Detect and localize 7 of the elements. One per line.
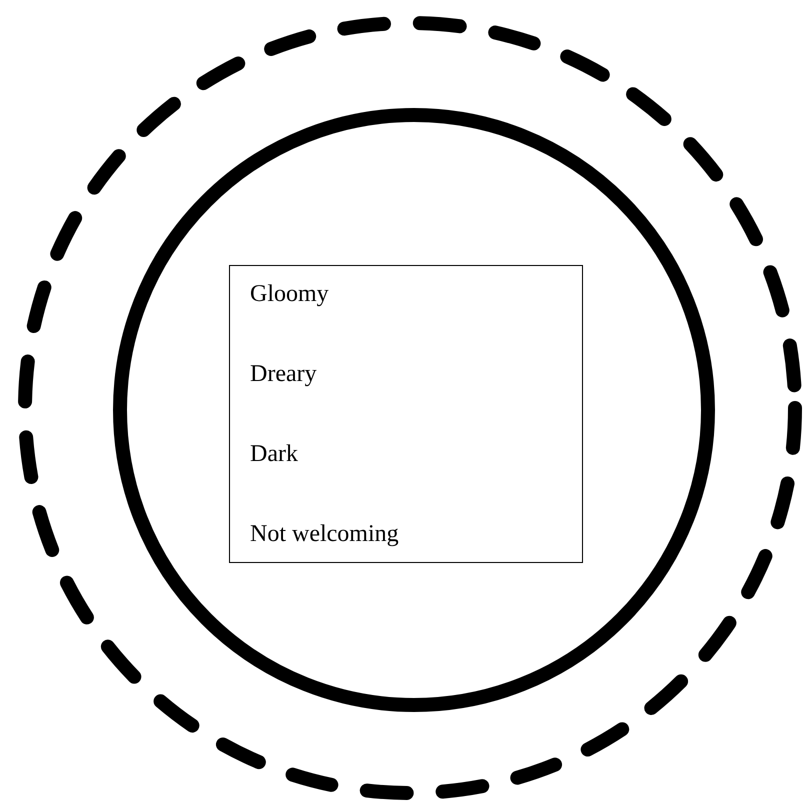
word-text: Dark: [250, 440, 299, 468]
word-text: Gloomy: [250, 280, 330, 308]
dashed-circle: [18, 16, 802, 800]
word-text: Dreary: [250, 360, 318, 388]
text-box: [229, 265, 583, 563]
word-text: Not welcoming: [250, 520, 400, 548]
circle-outline: [113, 108, 715, 712]
